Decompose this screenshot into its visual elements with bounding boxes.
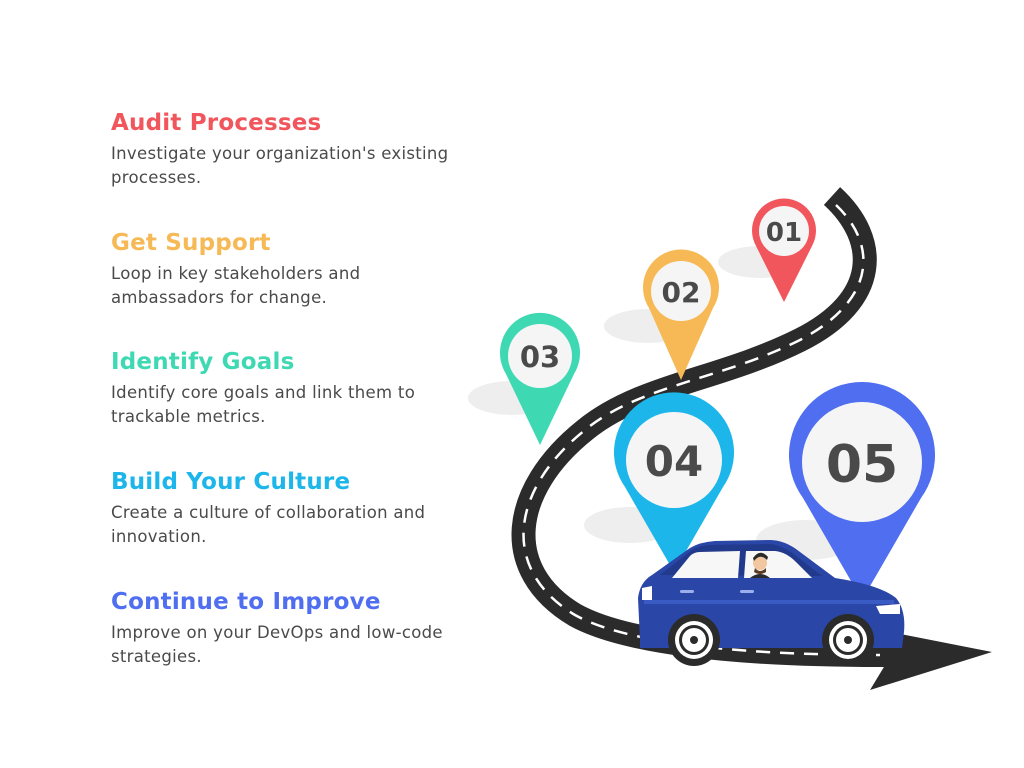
- car: [638, 540, 905, 666]
- step-1-description: Investigate your organization's existing…: [111, 144, 449, 187]
- car-taillight: [642, 586, 652, 600]
- driver-icon: [750, 552, 770, 578]
- car-headlight: [876, 604, 900, 614]
- pin-02-label: 02: [662, 276, 701, 309]
- step-3: Identify Goals Identify core goals and l…: [111, 347, 451, 429]
- step-4: Build Your Culture Create a culture of c…: [111, 467, 451, 549]
- step-2-title: Get Support: [111, 230, 271, 256]
- pin-04: 04: [614, 392, 735, 572]
- step-1-title: Audit Processes: [111, 110, 322, 136]
- rear-wheel: [668, 614, 720, 666]
- pin-01: 01: [752, 198, 816, 302]
- pin-03: 03: [500, 312, 581, 445]
- pin-04-label: 04: [645, 437, 703, 486]
- car-side-stripe: [644, 600, 894, 604]
- front-wheel: [822, 614, 874, 666]
- road-trip-illustration: 01 02 03 04 05: [468, 187, 992, 690]
- step-2-description: Loop in key stakeholders and ambassadors…: [111, 264, 361, 307]
- pin-05-label: 05: [826, 435, 898, 495]
- step-1: Audit Processes Investigate your organiz…: [111, 108, 451, 190]
- step-3-description: Identify core goals and link them to tra…: [111, 383, 416, 426]
- step-3-title: Identify Goals: [111, 349, 295, 375]
- step-4-description: Create a culture of collaboration and in…: [111, 503, 426, 546]
- pin-05: 05: [789, 382, 936, 600]
- pin-02: 02: [643, 249, 720, 380]
- step-5: Continue to Improve Improve on your DevO…: [111, 587, 451, 669]
- pin-01-label: 01: [766, 218, 802, 248]
- step-4-title: Build Your Culture: [111, 469, 351, 495]
- step-5-description: Improve on your DevOps and low-code stra…: [111, 623, 443, 666]
- step-5-title: Continue to Improve: [111, 589, 381, 615]
- pin-03-label: 03: [520, 340, 560, 374]
- car-rear-window: [672, 551, 740, 578]
- step-2: Get Support Loop in key stakeholders and…: [111, 228, 451, 310]
